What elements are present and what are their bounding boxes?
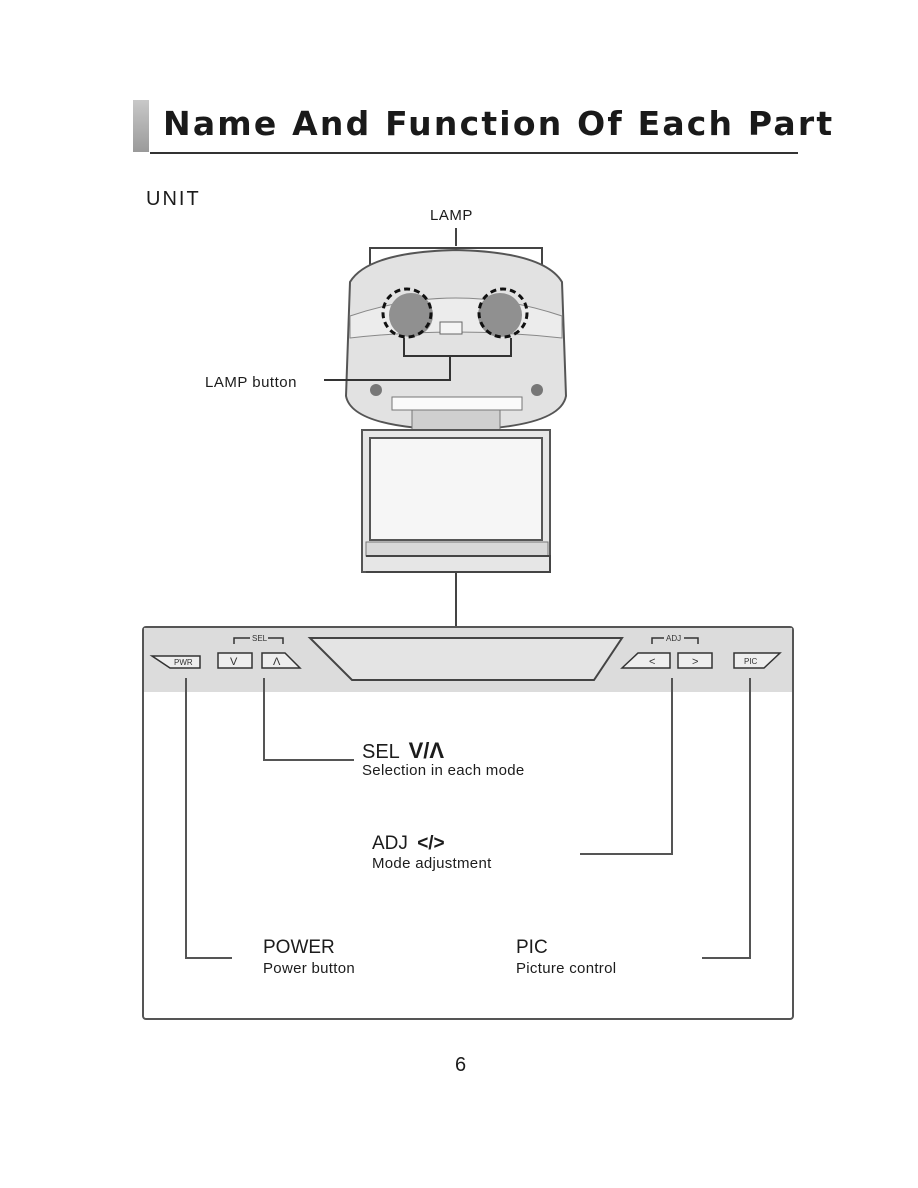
adj-group-label: ADJ: [666, 634, 681, 643]
title-underline: [150, 152, 798, 154]
lamp-label: LAMP: [430, 207, 473, 224]
left-lamp-lens: [389, 293, 433, 337]
sel-leader: [263, 678, 354, 761]
adj-right-button[interactable]: >: [677, 652, 713, 669]
sel-name: SEL: [362, 741, 400, 763]
right-screw: [531, 384, 543, 396]
sel-symbol: V/Λ: [408, 738, 445, 763]
power-description: Power button: [263, 960, 355, 977]
adj-left-glyph: <: [649, 656, 655, 668]
pic-leader: [702, 678, 751, 959]
sel-group-label: SEL: [252, 634, 268, 643]
left-lamp-button-marker: [381, 287, 433, 339]
lamp-button-bracket: [403, 338, 512, 357]
lamp-button-leader: [324, 356, 451, 381]
adj-leader: [580, 678, 673, 855]
center-switch: [439, 321, 463, 335]
section-heading: UNIT: [146, 188, 201, 210]
sel-description: Selection in each mode: [362, 762, 525, 779]
adj-group-mask: [664, 633, 684, 643]
right-lamp-lens: [478, 293, 522, 337]
control-panel-detail: [142, 626, 794, 1020]
sel-heading: SEL V/Λ: [362, 738, 444, 764]
pic-button[interactable]: PIC: [733, 652, 782, 669]
adj-left-button[interactable]: <: [620, 652, 671, 669]
power-leader: [185, 678, 232, 959]
adj-right-glyph: >: [692, 656, 698, 668]
adj-description: Mode adjustment: [372, 855, 492, 872]
sel-up-button[interactable]: Λ: [261, 652, 302, 669]
lamp-button-label: LAMP button: [205, 374, 297, 391]
sel-up-glyph: Λ: [273, 656, 281, 668]
dome-housing: [344, 248, 568, 432]
left-screw: [370, 384, 382, 396]
control-strip-bracket: [366, 555, 551, 573]
pic-heading: PIC: [516, 937, 548, 958]
sel-down-glyph: V: [230, 656, 238, 668]
power-heading: POWER: [263, 937, 335, 958]
pic-description: Picture control: [516, 960, 617, 977]
title-accent-bar: [133, 100, 149, 152]
page-number: 6: [455, 1054, 467, 1076]
monitor-screen: [369, 437, 543, 541]
pwr-button-label: PWR: [174, 658, 193, 667]
pwr-button[interactable]: PWR: [149, 655, 201, 669]
adj-symbol: </>: [417, 833, 445, 854]
sel-group-mask: [250, 633, 268, 643]
display-window: [307, 637, 624, 681]
page-title: Name And Function Of Each Part: [163, 104, 835, 143]
right-lamp-button-marker: [477, 287, 529, 339]
pic-button-label: PIC: [744, 657, 758, 666]
sel-down-button[interactable]: V: [217, 652, 253, 669]
adj-name: ADJ: [372, 833, 408, 854]
adj-heading: ADJ </>: [372, 833, 445, 855]
